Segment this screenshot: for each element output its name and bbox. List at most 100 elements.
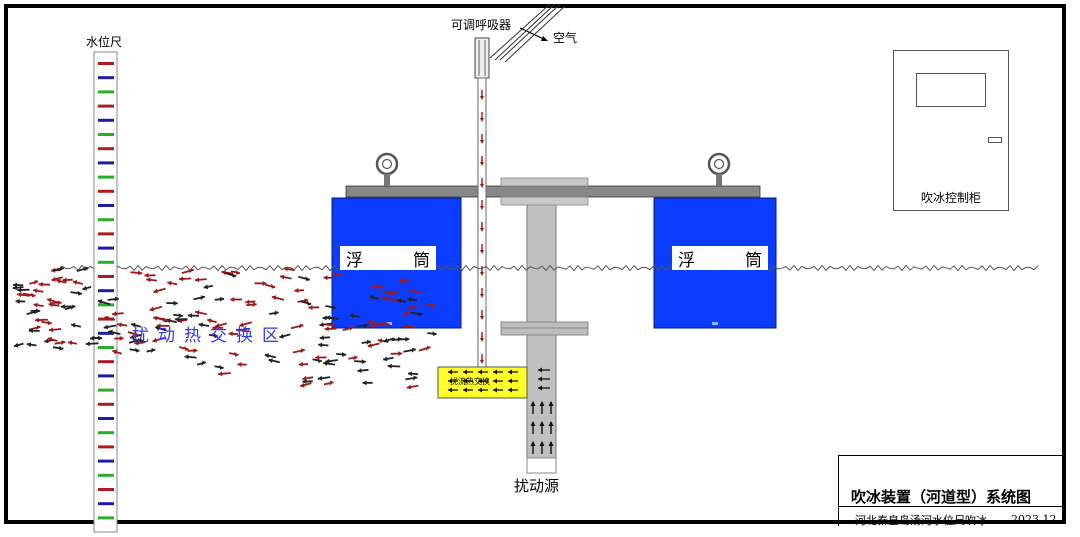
flow-arrowhead [364,322,369,328]
cross-beam [345,185,761,198]
flow-arrowhead [299,323,304,329]
flow-arrowhead [342,352,347,357]
flow-arrowhead [362,380,367,386]
float-left-label-char1: 浮 [346,250,363,271]
source-label: 扰动源 [514,477,560,495]
ruler-mark [98,417,114,420]
flow-arrowhead [184,346,189,351]
ruler-mark [98,431,114,435]
flow-arrowhead [366,339,371,345]
flow-arrowhead [323,275,328,281]
flow-arrowhead [112,311,117,317]
flow-arrowhead [367,342,373,348]
flow-arrowhead [15,298,20,304]
flow-arrowhead [71,322,76,328]
tube-arrowhead [480,184,484,188]
drawing-title: 吹冰装置（河道型）系统图 [851,488,1032,506]
pipe-arrowhead [538,376,542,382]
flow-arrowhead [268,358,273,364]
pipe-up-arrowhead [530,401,536,406]
zone-char: 热 [184,326,201,346]
flow-arrowhead [13,342,19,348]
flow-arrowhead [361,359,366,365]
tube-arrowhead [480,96,484,100]
flow-arrowhead [283,266,288,272]
flow-arrowhead [409,288,415,294]
tube-arrowhead [480,338,484,342]
flow-arrowhead [114,296,119,302]
pipe-up-arrowhead [530,441,536,446]
tube-arrowhead [480,118,484,122]
flow-arrowhead [33,302,38,308]
water-surface [57,264,1039,272]
ruler-mark [98,260,114,264]
flow-arrowhead [131,322,136,328]
block-arrowhead [508,378,512,384]
flow-arrowhead [135,347,140,353]
ruler-mark [98,360,114,364]
flow-arrowhead [59,345,64,351]
air-label: 空气 [553,31,578,45]
ruler-mark [98,133,114,136]
breather-label: 可调呼吸器 [451,18,512,32]
flow-arrowhead [315,355,320,360]
ruler-mark [98,303,114,307]
flow-arrowhead [195,310,200,316]
flow-arrowhead [31,292,36,298]
flow-arrowhead [432,331,437,337]
pipe-up-arrowhead [539,401,545,406]
flow-arrowhead [262,281,267,286]
flow-arrowhead [155,325,160,331]
flow-arrowhead [28,328,33,334]
pipe-arrowhead [538,367,542,373]
flow-arrowhead [274,310,279,316]
flow-arrowhead [12,285,17,291]
flow-arrowhead [367,319,372,325]
flow-arrowhead [397,298,402,304]
pipe-up-arrowhead [539,441,545,446]
flow-arrowhead [71,304,76,310]
flow-arrowhead [144,272,149,278]
float-right-label-char1: 浮 [678,250,695,271]
zone-char: 换 [236,326,253,346]
flow-arrowhead [239,322,244,328]
flow-arrowhead [270,283,276,289]
flow-arrowhead [387,363,392,369]
flow-arrowhead [377,338,382,344]
flow-arrowhead [108,329,113,335]
flow-arrowhead [397,336,402,342]
ruler-mark [98,331,114,335]
pipe-flange-beam [500,196,589,206]
air-arrow [519,27,548,41]
flow-arrowhead [230,297,235,302]
ruler-mark [98,189,114,193]
flow-arrowhead [153,315,158,321]
flow-arrowhead [119,335,124,341]
flow-arrowhead [349,325,355,331]
tube-arrowhead [480,250,484,254]
flow-arrowhead [235,269,240,275]
flow-arrowhead [221,270,226,275]
flow-arrowhead [294,288,299,293]
flow-arrowhead [322,315,327,321]
flow-arrowhead [385,321,390,327]
flow-arrowhead [47,297,52,303]
block-arrowhead [448,369,452,375]
flow-arrowhead [56,278,61,284]
flow-arrowhead [431,302,436,308]
flow-arrowhead [33,280,39,285]
ruler-label: 水位尺 [86,35,123,49]
flow-arrowhead [413,375,418,381]
flow-arrowhead [152,337,157,343]
tube-arrowhead [480,360,484,364]
flow-arrowhead [200,295,205,301]
flow-arrowhead [198,322,203,328]
cabinet-handle [988,137,1002,143]
ruler-mark [98,402,114,406]
flow-arrowhead [90,335,95,341]
block-arrowhead [493,369,497,375]
block-label: 扰流热交换 [450,377,490,386]
flow-arrowhead [398,351,403,357]
tube-arrowhead [480,206,484,210]
